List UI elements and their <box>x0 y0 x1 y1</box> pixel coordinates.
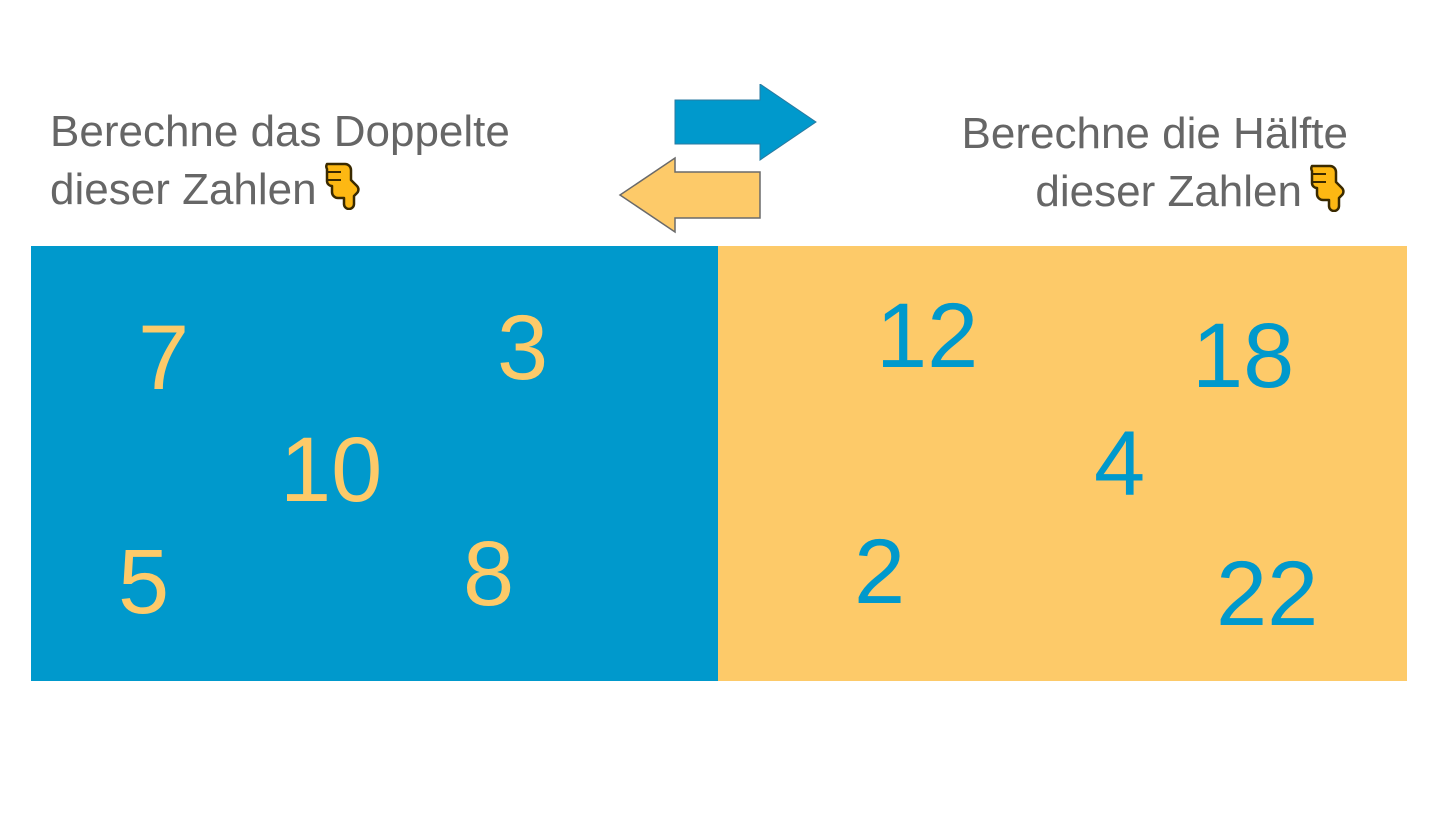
number-item: 4 <box>1094 413 1146 515</box>
instruction-half-line1: Berechne die Hälfte <box>961 109 1348 158</box>
instruction-half-line2: dieser Zahlen <box>1035 167 1302 216</box>
number-item: 8 <box>463 523 515 625</box>
number-item: 12 <box>876 285 979 387</box>
arrow-left-icon <box>618 156 761 234</box>
instruction-half: Berechne die Hälfte dieser Zahlen <box>962 106 1348 226</box>
half-numbers-panel: 12 18 4 2 22 <box>718 246 1407 681</box>
number-item: 7 <box>138 307 190 409</box>
number-item: 2 <box>854 521 906 623</box>
instruction-half-line2-wrap: dieser Zahlen <box>962 162 1348 226</box>
hand-pointing-down-icon <box>323 160 363 224</box>
hand-pointing-down-icon <box>1308 162 1348 226</box>
instruction-double: Berechne das Doppelte dieser Zahlen <box>50 104 510 224</box>
swap-arrows <box>618 83 818 234</box>
number-item: 10 <box>280 419 383 521</box>
number-item: 5 <box>118 531 170 633</box>
number-item: 22 <box>1216 543 1319 645</box>
double-numbers-panel: 7 3 10 5 8 <box>31 246 718 681</box>
instruction-double-line2: dieser Zahlen <box>50 165 317 214</box>
arrow-right-icon <box>674 83 817 161</box>
instruction-double-line2-wrap: dieser Zahlen <box>50 160 510 224</box>
number-item: 3 <box>497 297 549 399</box>
number-item: 18 <box>1192 305 1295 407</box>
instruction-double-line1: Berechne das Doppelte <box>50 107 510 156</box>
